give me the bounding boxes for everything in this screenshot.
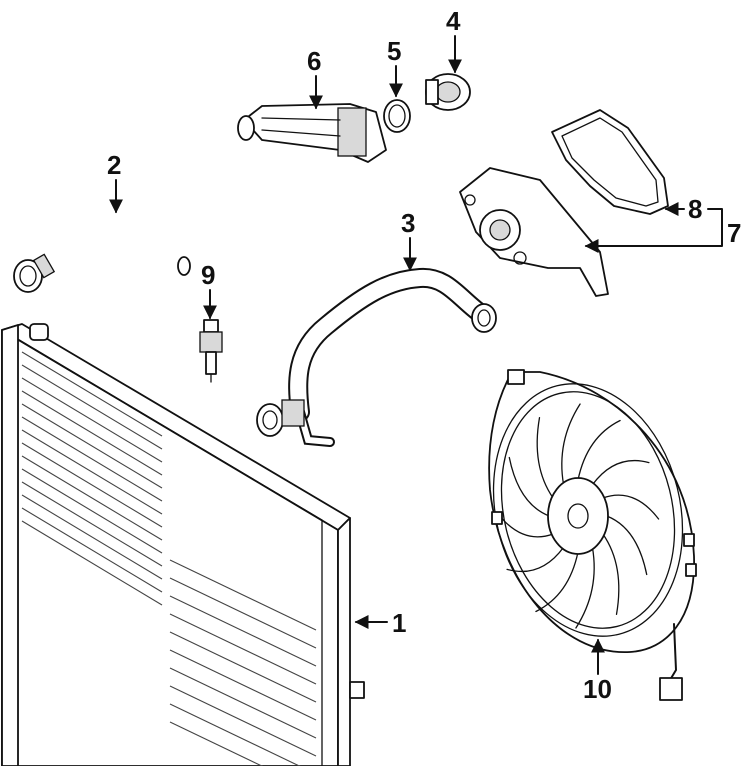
fan-blade [606, 515, 648, 576]
radiator-fin [21, 390, 163, 476]
radiator-fin [21, 364, 163, 450]
callout-7: 7 [727, 218, 741, 248]
callout-3: 3 [401, 208, 415, 238]
temperature-sensor [199, 319, 223, 383]
callout-6: 6 [307, 46, 321, 76]
fan-blade [506, 546, 565, 573]
fan-blade [561, 403, 581, 486]
radiator-fin [169, 595, 317, 667]
radiator-fin [169, 631, 317, 703]
water-pump [459, 167, 609, 297]
callout-10: 10 [583, 674, 612, 704]
radiator-fins [21, 351, 317, 766]
radiator-fin [169, 613, 317, 685]
fan-blade [536, 416, 554, 499]
radiator-fin [21, 507, 163, 593]
fan-blade [577, 419, 621, 481]
seal-ring [383, 99, 411, 133]
callout-8: 8 [688, 194, 702, 224]
lower-hose [256, 267, 497, 447]
callout-9: 9 [201, 260, 215, 290]
radiator-fin [21, 520, 163, 606]
coolant-pipe [237, 103, 387, 163]
upper-hose [13, 209, 191, 308]
fan-blade [602, 533, 620, 616]
leader-lines [109, 35, 723, 675]
callouts: 1 2 3 4 5 6 7 8 9 10 [107, 6, 741, 704]
radiator-fin [21, 377, 163, 463]
fan-blade [575, 546, 595, 629]
radiator-fin [169, 703, 301, 766]
radiator-fin [169, 685, 317, 757]
fan-blade [535, 551, 579, 613]
radiator-fin [21, 429, 163, 515]
radiator-fin [21, 468, 163, 554]
callout-2: 2 [107, 150, 121, 180]
radiator-fin [169, 559, 317, 631]
fan-blade [508, 456, 550, 517]
radiator-fin [21, 351, 163, 437]
fan-blade [602, 494, 660, 520]
water-pump-gasket [551, 109, 669, 215]
radiator-fin [21, 442, 163, 528]
callout-5: 5 [387, 36, 401, 66]
radiator-fin [21, 481, 163, 567]
cooling-fan [488, 369, 697, 701]
thermostat [425, 73, 471, 111]
radiator-fin [21, 494, 163, 580]
callout-1: 1 [392, 608, 406, 638]
fan-blade [591, 459, 650, 486]
radiator-fin [21, 403, 163, 489]
callout-4: 4 [446, 6, 461, 36]
radiator-fin [21, 416, 163, 502]
radiator-fin [169, 577, 317, 649]
fan-blades [496, 403, 660, 629]
radiator [1, 323, 365, 766]
radiator-fin [169, 667, 317, 739]
radiator-fin [169, 721, 264, 766]
radiator-fin [21, 455, 163, 541]
radiator-fin [169, 649, 317, 721]
